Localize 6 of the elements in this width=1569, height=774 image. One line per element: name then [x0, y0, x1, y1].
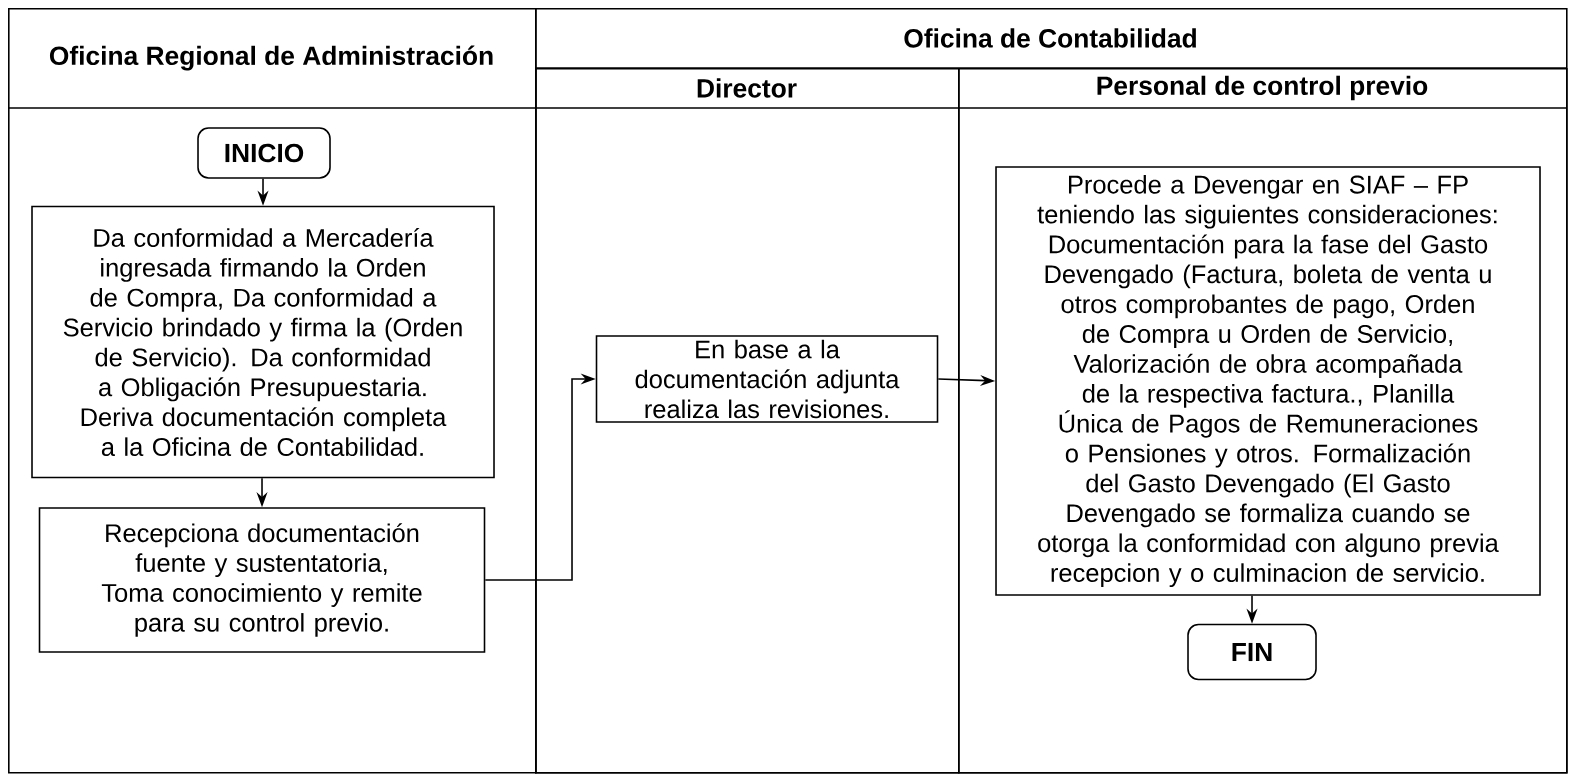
process-box: Recepciona documentación fuente y sustentatoria, Toma conocimiento y remite para su control previo.	[38, 507, 486, 653]
terminal-box: FIN	[1187, 623, 1317, 681]
process-box: En base a la documentación adjunta realiza las revisiones.	[595, 335, 939, 423]
process-box: Da conformidad a Mercadería ingresada firmando la Orden de Compra, Da conformidad a Servicio brindado y firma la (Orden de Servicio). Da conformidad a Obligación Presupuestaria. Deriva documentación completa a la Oficina de Contabilidad.	[31, 205, 495, 479]
terminal-box: INICIO	[197, 127, 331, 179]
process-box: Procede a Devengar en SIAF – FP teniendo las siguientes consideraciones: Documentación para la fase del Gasto Devengado (Factura, boleta de venta u otros comprobantes de pago, Orden de Compra u Orden de Servicio, Valorización de obra acompañada de la respectiva factura., Planilla Única de Pagos de Remuneraciones o Pensiones y otros. Formalización del Gasto Devengado (El Gasto Devengado se formaliza cuando se otorga la conformidad con alguno previa recepcion y o culminacion de servicio.	[995, 166, 1541, 596]
